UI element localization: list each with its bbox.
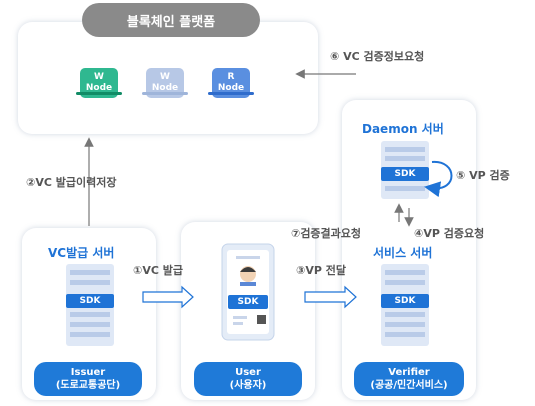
role-name: Issuer [70,367,106,378]
w-node-green: W Node [76,68,122,98]
issuer-role-badge: Issuer (도로교통공단) [34,362,142,396]
w-node-light: W Node [142,68,188,98]
node-line2: Node [217,83,245,93]
node-line1: W [160,72,170,82]
daemon-server-title: Daemon 서버 [362,122,444,136]
flow-label-step4: ④VP 검증요청 [414,227,485,240]
role-desc: (공공/민간서비스) [370,380,448,391]
flow-label-step5: ⑤ VP 검증 [456,169,510,182]
flow-label-step6: ⑥ VC 검증정보요청 [330,50,425,63]
service-server-title: 서비스 서버 [373,246,433,260]
blockchain-platform-title: 블록체인 플랫폼 [82,3,260,37]
phone-icon [221,243,275,341]
node-line1: R [227,72,235,82]
r-node: R Node [208,68,254,98]
role-desc: (사용자) [229,380,267,391]
flow-label-step1: ①VC 발급 [133,264,183,277]
flow-label-step3: ③VP 전달 [296,264,346,277]
verifier-role-badge: Verifier (공공/민간서비스) [354,362,464,396]
node-line2: Node [151,83,179,93]
role-name: User [235,367,261,378]
issuer-server-title: VC발급 서버 [48,246,115,260]
service-sdk: SDK [381,294,429,308]
flow-label-step2: ②VC 발급이력저장 [26,176,117,189]
daemon-sdk: SDK [381,167,429,181]
node-line1: W [94,72,104,82]
user-sdk: SDK [228,295,268,309]
role-name: Verifier [388,367,430,378]
flow-label-step7: ⑦검증결과요청 [291,227,362,240]
node-line2: Node [85,83,113,93]
issuer-sdk: SDK [66,294,114,308]
role-desc: (도로교통공단) [55,380,121,391]
user-role-badge: User (사용자) [194,362,302,396]
